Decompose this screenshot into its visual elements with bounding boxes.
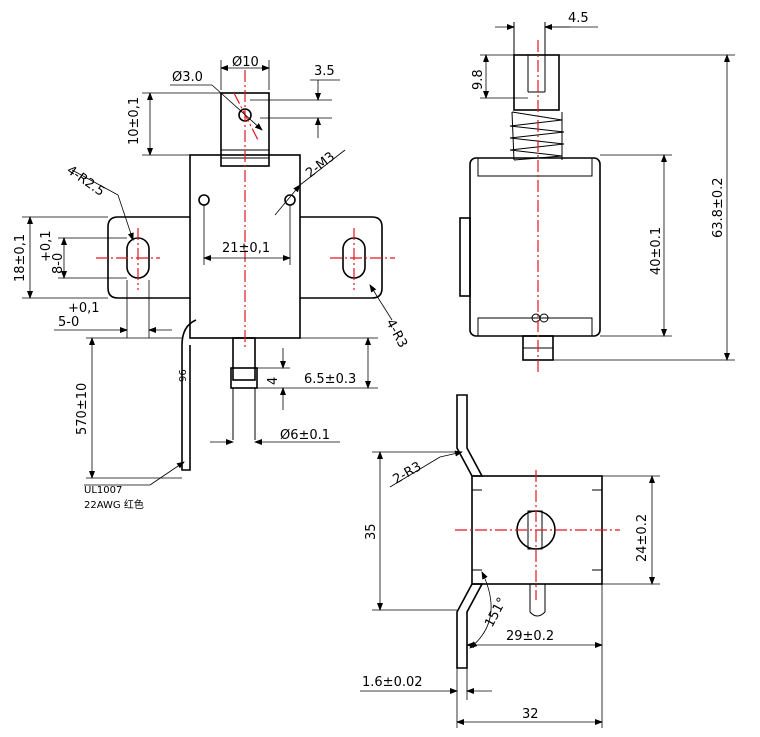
bottom-top-tab [456,394,484,477]
plunger-bottom [232,337,256,381]
front-view: Ø10 Ø3.0 3.5 10±0,1 4-R2.5 2-M3 18±0,1 [13,55,410,511]
dim-4: 4 [266,377,281,385]
bottom-view: 2-R3 35 24±0.2 151° 29±0.2 1.6±0.02 32 [360,394,660,728]
dim-diameter-3: Ø3.0 [172,70,203,85]
side-plunger [513,54,560,111]
bottom-low-tab [456,583,484,669]
dim-8: 8-0 [51,253,66,274]
dim-32: 32 [522,707,539,722]
wire-mark: 96 [178,369,189,382]
dim-4-5: 4.5 [568,11,589,26]
plunger-tip [230,367,258,389]
wire-type: UL1007 [84,485,122,496]
dim-2-r3: 2-R3 [391,459,425,487]
dim-5-tol: +0,1 [68,301,100,316]
dim-570: 570±10 [75,383,90,435]
dim-35: 35 [364,523,379,540]
dim-24: 24±0.2 [635,514,650,562]
side-view: 4.5 9.8 40±0.1 63.8±0.2 [459,11,735,372]
dim-3-5: 3.5 [314,64,335,79]
dim-1-6: 1.6±0.02 [362,675,423,690]
dim-40: 40±0.1 [649,227,664,275]
dim-10: 10±0,1 [127,97,142,145]
dim-63-8: 63.8±0.2 [711,177,726,238]
dim-diameter-10: Ø10 [232,55,259,70]
dim-8-tol: +0,1 [39,230,54,262]
dim-4-r2-5: 4-R2.5 [64,163,108,200]
lead-wire [181,319,197,471]
dim-4-r3: 4-R3 [382,317,409,351]
dim-21: 21±0,1 [222,241,270,256]
dim-18: 18±0,1 [13,234,28,282]
dim-5: 5-0 [58,315,79,330]
side-tab [459,217,471,297]
spring [509,111,565,161]
side-body [469,157,601,337]
dim-29: 29±0.2 [506,629,554,644]
dim-9-8: 9.8 [471,69,486,90]
dim-diameter-6: Ø6±0.1 [280,428,330,443]
m3-hole-left [198,194,210,206]
dim-2-m3: 2-M3 [303,149,338,181]
dim-6-5: 6.5±0.3 [304,372,356,387]
wire-spec: 22AWG 红色 [84,498,144,511]
dim-151-deg: 151° [482,595,510,630]
